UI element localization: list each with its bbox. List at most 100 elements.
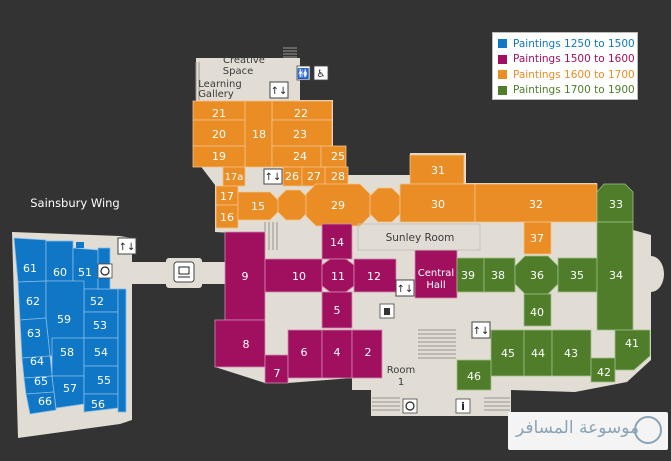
lift-icon[interactable]: ↑↓ (263, 168, 283, 185)
room-block-14[interactable] (321, 223, 353, 260)
room-18[interactable]: 18 (252, 128, 266, 141)
room-24[interactable]: 24 (293, 150, 307, 163)
room-block-40[interactable] (523, 293, 552, 327)
room-64[interactable]: 64 (30, 355, 44, 368)
room-9[interactable]: 9 (242, 270, 249, 283)
room-block-42[interactable] (590, 357, 616, 383)
lift-icon[interactable]: ↑↓ (395, 279, 415, 297)
room-62[interactable]: 62 (26, 295, 40, 308)
room-25[interactable]: 25 (331, 150, 345, 163)
room-35[interactable]: 35 (570, 269, 584, 282)
room-54[interactable]: 54 (94, 346, 108, 359)
lift-icon[interactable]: ↑↓ (117, 237, 137, 255)
room-17[interactable]: 17 (220, 190, 234, 203)
room-block-61[interactable] (13, 237, 47, 283)
room-16[interactable]: 16 (220, 211, 234, 224)
room-5[interactable]: 5 (334, 304, 341, 317)
room-20[interactable]: 20 (212, 128, 226, 141)
room-4[interactable]: 4 (334, 346, 341, 359)
room-30[interactable]: 30 (431, 198, 445, 211)
information-icon[interactable]: i (455, 398, 471, 414)
room-65[interactable]: 65 (34, 375, 48, 388)
room-33[interactable]: 33 (609, 198, 623, 211)
room-block-12[interactable] (353, 258, 397, 293)
room-17a[interactable]: 17a (225, 172, 244, 183)
room-43[interactable]: 43 (564, 347, 578, 360)
room-8[interactable]: 8 (243, 338, 250, 351)
lift-icon[interactable]: ↑↓ (269, 81, 289, 99)
room-42[interactable]: 42 (597, 366, 611, 379)
room-7[interactable]: 7 (274, 367, 281, 380)
room-41[interactable]: 41 (625, 337, 639, 350)
room-58[interactable]: 58 (60, 346, 74, 359)
room-34[interactable]: 34 (609, 269, 623, 282)
room-31[interactable]: 31 (431, 164, 445, 177)
room-61[interactable]: 61 (23, 262, 37, 275)
room-52[interactable]: 52 (90, 295, 104, 308)
room-63[interactable]: 63 (27, 327, 41, 340)
room-40[interactable]: 40 (530, 306, 544, 319)
room-block-18[interactable] (244, 100, 273, 168)
room-59[interactable]: 59 (57, 313, 71, 326)
sunley-room[interactable] (357, 223, 481, 251)
room-44[interactable]: 44 (531, 347, 545, 360)
room-block-2[interactable] (351, 329, 383, 379)
room-29[interactable]: 29 (331, 199, 345, 212)
room-60[interactable]: 60 (53, 266, 67, 279)
room-53[interactable]: 53 (93, 319, 107, 332)
room-19[interactable]: 19 (212, 150, 226, 163)
room-26[interactable]: 26 (285, 170, 299, 183)
room-block-66[interactable] (25, 391, 57, 415)
room-46[interactable]: 46 (467, 370, 481, 383)
room-block-43[interactable] (551, 329, 592, 377)
room-37[interactable]: 37 (530, 232, 544, 245)
room-block-46[interactable] (456, 359, 492, 391)
room-block-60[interactable] (45, 240, 74, 282)
room-block-19[interactable] (192, 145, 246, 168)
room-block-58[interactable] (51, 337, 85, 377)
room-block-35[interactable] (557, 257, 598, 293)
room-block-44[interactable] (523, 329, 553, 377)
watermark-logo-icon (634, 416, 662, 444)
room-22[interactable]: 22 (294, 107, 308, 120)
room-28[interactable]: 28 (331, 170, 345, 183)
room-block-29[interactable] (305, 183, 371, 227)
room-block-20[interactable] (192, 119, 246, 147)
room-block-53[interactable] (83, 311, 119, 339)
room-57[interactable]: 57 (63, 382, 77, 395)
room-21[interactable]: 21 (212, 107, 226, 120)
room-block-10[interactable] (264, 258, 323, 293)
room-block-23[interactable] (271, 119, 333, 147)
lift-icon[interactable]: ↑↓ (471, 321, 491, 339)
room-14[interactable]: 14 (330, 236, 344, 249)
room-56[interactable]: 56 (91, 398, 105, 411)
room-block-37[interactable] (523, 221, 552, 255)
room-6[interactable]: 6 (301, 346, 308, 359)
room-12[interactable]: 12 (367, 270, 381, 283)
room-2[interactable]: 2 (365, 346, 372, 359)
room-36[interactable]: 36 (530, 269, 544, 282)
room-block-6[interactable] (287, 329, 323, 379)
room-block-corridor-b[interactable] (369, 187, 401, 223)
room-10[interactable]: 10 (292, 270, 306, 283)
room-23[interactable]: 23 (293, 128, 307, 141)
room-block-54[interactable] (83, 337, 119, 367)
room-block-34[interactable] (596, 221, 634, 331)
room-55[interactable]: 55 (97, 374, 111, 387)
room-block-4[interactable] (321, 329, 353, 379)
room-66[interactable]: 66 (38, 395, 52, 408)
room-38[interactable]: 38 (491, 269, 505, 282)
room-block-5[interactable] (321, 291, 353, 329)
room-51[interactable]: 51 (78, 266, 92, 279)
room-45[interactable]: 45 (501, 347, 515, 360)
room-block-38[interactable] (483, 257, 516, 293)
room-block-corridor-a[interactable] (277, 189, 307, 221)
room-block-30[interactable] (399, 183, 476, 223)
room-block-9[interactable] (224, 231, 266, 321)
room-block-8[interactable] (214, 319, 266, 368)
room-15[interactable]: 15 (251, 200, 265, 213)
room-11[interactable]: 11 (331, 270, 345, 283)
room-39[interactable]: 39 (461, 269, 475, 282)
room-27[interactable]: 27 (307, 170, 321, 183)
room-32[interactable]: 32 (529, 198, 543, 211)
